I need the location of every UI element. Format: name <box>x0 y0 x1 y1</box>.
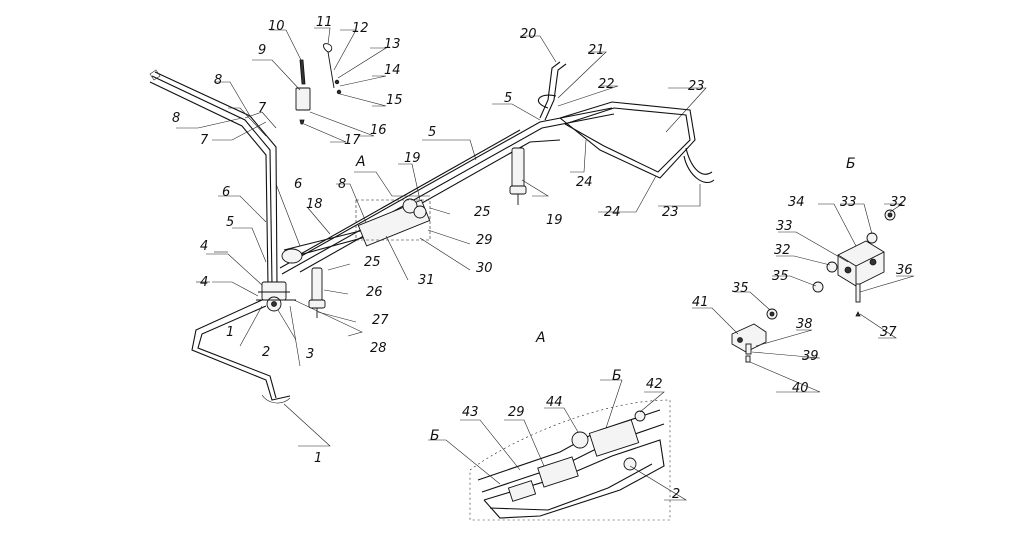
label-25: 25 <box>364 255 381 270</box>
label-5: 5 <box>504 91 512 106</box>
label-35: 35 <box>772 269 789 284</box>
label-32: 32 <box>890 195 907 210</box>
label-8: 8 <box>172 111 180 126</box>
label-3: 3 <box>306 347 314 362</box>
label-44: 44 <box>546 395 563 410</box>
label-43: 43 <box>462 405 479 420</box>
label-5: 5 <box>428 125 436 140</box>
valve-block-34 <box>837 240 885 287</box>
section-label-b-inset-top: Б <box>612 368 622 384</box>
label-11: 11 <box>316 15 333 30</box>
label-23: 23 <box>662 205 679 220</box>
label-22: 22 <box>598 77 615 92</box>
label-29: 29 <box>508 405 525 420</box>
label-1: 1 <box>314 451 322 466</box>
label-2: 2 <box>262 345 270 360</box>
section-label-a-detail: А <box>535 330 546 346</box>
label-14: 14 <box>384 63 401 78</box>
label-25: 25 <box>474 205 491 220</box>
label-29: 29 <box>476 233 493 248</box>
label-21: 21 <box>588 43 605 58</box>
label-9: 9 <box>258 43 266 58</box>
label-31: 31 <box>418 273 435 288</box>
label-27: 27 <box>372 313 389 328</box>
valve-block-41 <box>731 323 767 363</box>
label-28: 28 <box>370 341 387 356</box>
label-5: 5 <box>226 215 234 230</box>
fastener-group <box>295 43 342 125</box>
label-8: 8 <box>338 177 346 192</box>
fitting-33 <box>866 209 896 244</box>
label-2: 2 <box>672 487 680 502</box>
label-37: 37 <box>880 325 897 340</box>
leader-lines <box>176 27 915 501</box>
section-label-b-detail: Б <box>846 156 856 172</box>
detail-a-view <box>469 399 671 521</box>
label-6: 6 <box>294 177 302 192</box>
cylinder-27 <box>308 267 326 318</box>
label-18: 18 <box>306 197 323 212</box>
right-pipe-loop <box>559 101 715 183</box>
label-6: 6 <box>222 185 230 200</box>
label-7: 7 <box>258 101 267 116</box>
main-assembly <box>149 43 715 404</box>
section-labels: А А Б Б Б <box>355 154 856 444</box>
fitting-32-35 <box>766 261 838 320</box>
label-41: 41 <box>692 295 709 310</box>
section-label-b-inset-left: Б <box>430 428 440 444</box>
label-19: 19 <box>546 213 563 228</box>
label-33: 33 <box>776 219 793 234</box>
cylinder-19 <box>509 147 527 205</box>
label-4: 4 <box>200 239 208 254</box>
label-38: 38 <box>796 317 813 332</box>
pin-36-37 <box>855 283 861 317</box>
label-24: 24 <box>604 205 621 220</box>
label-19: 19 <box>404 151 421 166</box>
label-23: 23 <box>688 79 705 94</box>
label-17: 17 <box>344 133 361 148</box>
valve-block-a <box>355 198 431 247</box>
part-labels: 1 1 2 2 3 4 4 5 5 5 6 6 7 7 8 8 8 9 10 1… <box>172 15 913 502</box>
label-7: 7 <box>200 133 209 148</box>
label-32: 32 <box>774 243 791 258</box>
main-pipe-run <box>279 107 615 275</box>
label-20: 20 <box>520 27 537 42</box>
label-34: 34 <box>788 195 805 210</box>
section-label-a-callout: А <box>355 154 366 170</box>
label-24: 24 <box>576 175 593 190</box>
label-1: 1 <box>226 325 234 340</box>
label-12: 12 <box>352 21 369 36</box>
label-10: 10 <box>268 19 285 34</box>
label-33: 33 <box>840 195 857 210</box>
label-30: 30 <box>476 261 493 276</box>
label-26: 26 <box>366 285 383 300</box>
label-4: 4 <box>200 275 208 290</box>
label-39: 39 <box>802 349 819 364</box>
label-36: 36 <box>896 263 913 278</box>
label-13: 13 <box>384 37 401 52</box>
lower-supply-line <box>191 299 291 404</box>
label-16: 16 <box>370 123 387 138</box>
label-8: 8 <box>214 73 222 88</box>
boom-hub <box>256 281 296 312</box>
label-40: 40 <box>792 381 809 396</box>
inset-b-exploded <box>731 209 896 363</box>
label-42: 42 <box>646 377 663 392</box>
upper-hose-loop <box>537 61 567 121</box>
label-15: 15 <box>386 93 403 108</box>
boom-rails <box>149 69 278 286</box>
label-35: 35 <box>732 281 749 296</box>
